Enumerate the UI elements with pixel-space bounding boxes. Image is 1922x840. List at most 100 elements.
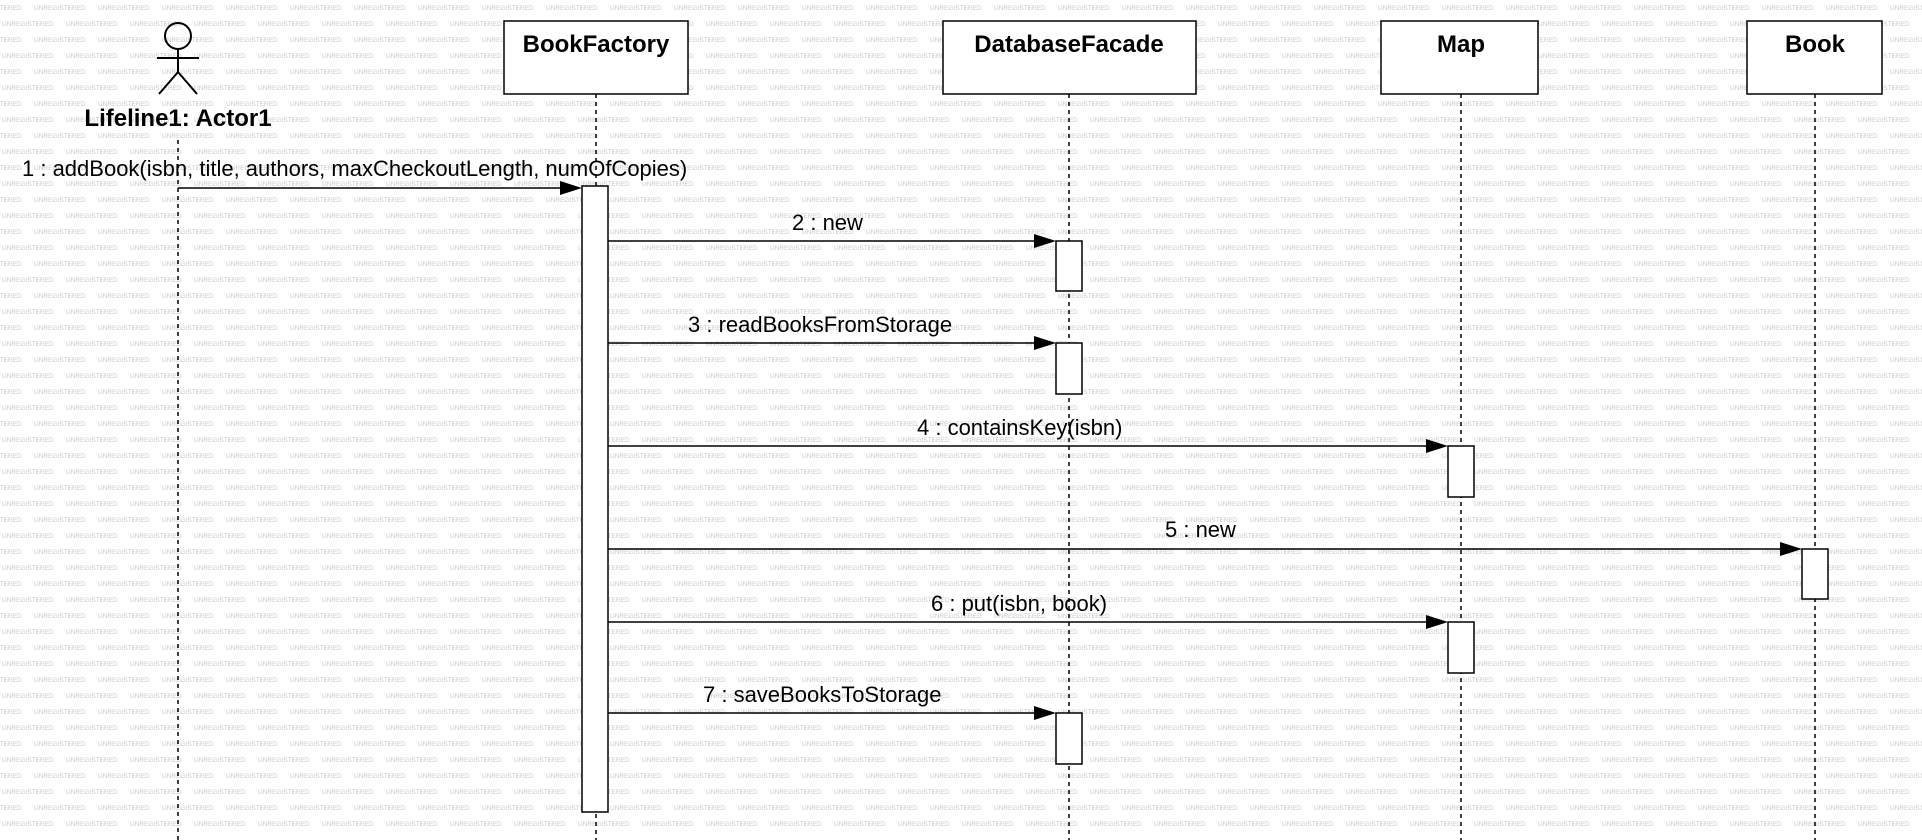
watermark-text: UNREGISTERED [130,821,182,828]
watermark-text: UNREGISTERED [162,293,214,300]
watermark-text: UNREGISTERED [1602,757,1654,764]
watermark-text: UNREGISTERED [1122,5,1174,12]
watermark-text: UNREGISTERED [738,133,790,140]
watermark-text: UNREGISTERED [1122,101,1174,108]
watermark-text: UNREGISTERED [1474,117,1526,124]
watermark-text: UNREGISTERED [1890,581,1922,588]
watermark-text: UNREGISTERED [450,405,502,412]
watermark-text: UNREGISTERED [1378,709,1430,716]
watermark-text: UNREGISTERED [1794,757,1846,764]
watermark-text: UNREGISTERED [1506,773,1558,780]
watermark-text: UNREGISTERED [1250,5,1302,12]
watermark-text: UNREGISTERED [962,373,1014,380]
watermark-text: UNREGISTERED [98,517,150,524]
watermark-text: UNREGISTERED [802,101,854,108]
watermark-text: UNREGISTERED [642,501,694,508]
watermark-text: UNREGISTERED [66,469,118,476]
watermark-text: UNREGISTERED [1218,629,1270,636]
watermark-text: UNREGISTERED [194,149,246,156]
watermark-text: UNREGISTERED [642,469,694,476]
watermark-text: UNREGISTERED [1218,85,1270,92]
watermark-text: UNREGISTERED [1602,469,1654,476]
watermark-text: UNREGISTERED [1570,549,1622,556]
watermark-text: UNREGISTERED [1570,197,1622,204]
watermark-text: UNREGISTERED [1378,581,1430,588]
watermark-text: UNREGISTERED [866,101,918,108]
watermark-text: UNREGISTERED [1698,709,1750,716]
watermark-text: UNREGISTERED [450,21,502,28]
watermark-text: UNREGISTERED [610,325,662,332]
watermark-text: UNREGISTERED [98,133,150,140]
watermark-text: UNREGISTERED [930,421,982,428]
watermark-text: UNREGISTERED [194,277,246,284]
watermark-text: UNREGISTERED [610,613,662,620]
watermark-text: UNREGISTERED [770,53,822,60]
watermark-text: UNREGISTERED [322,53,374,60]
watermark-text: UNREGISTERED [1570,709,1622,716]
watermark-text: UNREGISTERED [642,149,694,156]
watermark-text: UNREGISTERED [802,485,854,492]
watermark-text: UNREGISTERED [418,325,470,332]
watermark-text: UNREGISTERED [1314,421,1366,428]
watermark-text: UNREGISTERED [1506,101,1558,108]
watermark-text: UNREGISTERED [450,789,502,796]
watermark-text: UNREGISTERED [194,821,246,828]
watermark-text: UNREGISTERED [258,373,310,380]
watermark-text: UNREGISTERED [1570,773,1622,780]
watermark-text: UNREGISTERED [450,245,502,252]
watermark-text: UNREGISTERED [98,389,150,396]
watermark-text: UNREGISTERED [354,325,406,332]
watermark-text: UNREGISTERED [1698,421,1750,428]
watermark-text: UNREGISTERED [770,533,822,540]
watermark-text: UNREGISTERED [1154,341,1206,348]
watermark-text: UNREGISTERED [1826,389,1878,396]
watermark-text: UNREGISTERED [834,277,886,284]
watermark-text: UNREGISTERED [898,21,950,28]
watermark-text: UNREGISTERED [0,37,22,44]
watermark-text: UNREGISTERED [1282,85,1334,92]
watermark-text: UNREGISTERED [1506,677,1558,684]
watermark-text: UNREGISTERED [674,357,726,364]
watermark-text: UNREGISTERED [1826,517,1878,524]
watermark-text: UNREGISTERED [1346,597,1398,604]
watermark-text: UNREGISTERED [1826,229,1878,236]
watermark-text: UNREGISTERED [1666,469,1718,476]
watermark-text: UNREGISTERED [770,693,822,700]
watermark-text: UNREGISTERED [1826,677,1878,684]
watermark-text: UNREGISTERED [930,741,982,748]
watermark-text: UNREGISTERED [130,501,182,508]
watermark-text: UNREGISTERED [482,805,534,812]
watermark-text: UNREGISTERED [322,373,374,380]
watermark-text: UNREGISTERED [34,453,86,460]
watermark-text: UNREGISTERED [1730,373,1782,380]
watermark-text: UNREGISTERED [962,309,1014,316]
watermark-text: UNREGISTERED [226,229,278,236]
watermark-text: UNREGISTERED [450,149,502,156]
watermark-text: UNREGISTERED [1666,565,1718,572]
watermark-text: UNREGISTERED [66,149,118,156]
watermark-text: UNREGISTERED [1282,245,1334,252]
watermark-text: UNREGISTERED [1282,181,1334,188]
watermark-text: UNREGISTERED [642,437,694,444]
watermark-text: UNREGISTERED [34,709,86,716]
watermark-text: UNREGISTERED [322,85,374,92]
watermark-text: UNREGISTERED [674,229,726,236]
watermark-text: UNREGISTERED [642,757,694,764]
watermark-text: UNREGISTERED [1058,517,1110,524]
watermark-text: UNREGISTERED [354,389,406,396]
watermark-text: UNREGISTERED [1762,389,1814,396]
watermark-text: UNREGISTERED [994,421,1046,428]
watermark-text: UNREGISTERED [1602,501,1654,508]
watermark-text: UNREGISTERED [994,5,1046,12]
watermark-text: UNREGISTERED [1762,773,1814,780]
watermark-text: UNREGISTERED [1826,453,1878,460]
watermark-text: UNREGISTERED [1698,741,1750,748]
watermark-text: UNREGISTERED [770,725,822,732]
watermark-text: UNREGISTERED [130,629,182,636]
watermark-text: UNREGISTERED [1122,197,1174,204]
watermark-text: UNREGISTERED [1026,117,1078,124]
message-4-label: 4 : containsKey(isbn) [917,415,1122,440]
watermark-text: UNREGISTERED [770,309,822,316]
watermark-text: UNREGISTERED [1634,229,1686,236]
watermark-text: UNREGISTERED [1218,789,1270,796]
